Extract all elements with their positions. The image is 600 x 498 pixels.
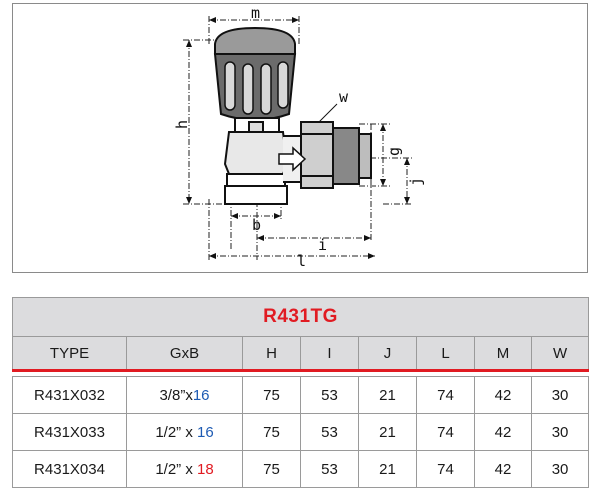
table-row: R431X034 1/2” x 18 75 53 21 74 42 30 [12, 450, 590, 488]
cell-j: 21 [358, 450, 417, 488]
cell-h: 75 [242, 376, 301, 414]
gxb-b-value: 16 [192, 386, 210, 404]
column-header: GxB [126, 336, 243, 372]
table-title-row: R431TG [11, 297, 590, 337]
table-title: R431TG [263, 306, 338, 327]
cell-l: 74 [416, 376, 475, 414]
valve-body [213, 26, 372, 205]
column-header: W [530, 336, 590, 372]
gxb-b-value: 18 [197, 460, 214, 478]
dim-label-w: w [339, 88, 349, 106]
cell-j: 21 [358, 376, 417, 414]
cell-w: 30 [530, 413, 590, 451]
dim-label-j: j [407, 177, 425, 186]
column-header: H [242, 336, 301, 372]
dim-label-h: h [173, 120, 191, 129]
cell-w: 30 [530, 376, 590, 414]
column-header: I [300, 336, 359, 372]
column-header: L [416, 336, 475, 372]
cell-h: 75 [242, 413, 301, 451]
gxb-size: 1/2” x [155, 423, 193, 441]
cell-m: 42 [474, 450, 532, 488]
cell-type: R431X033 [12, 413, 127, 451]
cell-l: 74 [416, 450, 475, 488]
cell-gxb: 3/8”x16 [126, 376, 243, 414]
column-header: J [358, 336, 417, 372]
cell-l: 74 [416, 413, 475, 451]
cell-w: 30 [530, 450, 590, 488]
table-header-row: TYPE GxB H I J L M W [12, 336, 590, 372]
dim-label-i: i [318, 236, 327, 254]
cell-i: 53 [300, 376, 359, 414]
dim-label-g: g [385, 147, 403, 156]
cell-j: 21 [358, 413, 417, 451]
cell-type: R431X032 [12, 376, 127, 414]
table-row: R431X033 1/2” x 16 75 53 21 74 42 30 [12, 413, 590, 451]
cell-type: R431X034 [12, 450, 127, 488]
gxb-b-value: 16 [197, 423, 214, 441]
technical-drawing: m w h g j b i l [12, 3, 588, 273]
cell-i: 53 [300, 450, 359, 488]
cell-i: 53 [300, 413, 359, 451]
cell-m: 42 [474, 413, 532, 451]
gxb-size: 3/8”x [159, 386, 193, 404]
cell-m: 42 [474, 376, 532, 414]
dim-label-l: l [297, 252, 306, 270]
cell-gxb: 1/2” x 16 [126, 413, 243, 451]
column-header: TYPE [12, 336, 127, 372]
cell-h: 75 [242, 450, 301, 488]
gxb-size: 1/2” x [155, 460, 193, 478]
dim-label-b: b [252, 216, 261, 234]
cell-gxb: 1/2” x 18 [126, 450, 243, 488]
spec-table: R431TG TYPE GxB H I J L M W R431X032 3/8… [11, 297, 590, 488]
column-header: M [474, 336, 532, 372]
dimension-arrows [186, 17, 410, 259]
dim-label-m: m [251, 4, 260, 22]
table-row: R431X032 3/8”x16 75 53 21 74 42 30 [12, 376, 590, 414]
valve-drawing-svg: m w h g j b i l [173, 4, 425, 270]
